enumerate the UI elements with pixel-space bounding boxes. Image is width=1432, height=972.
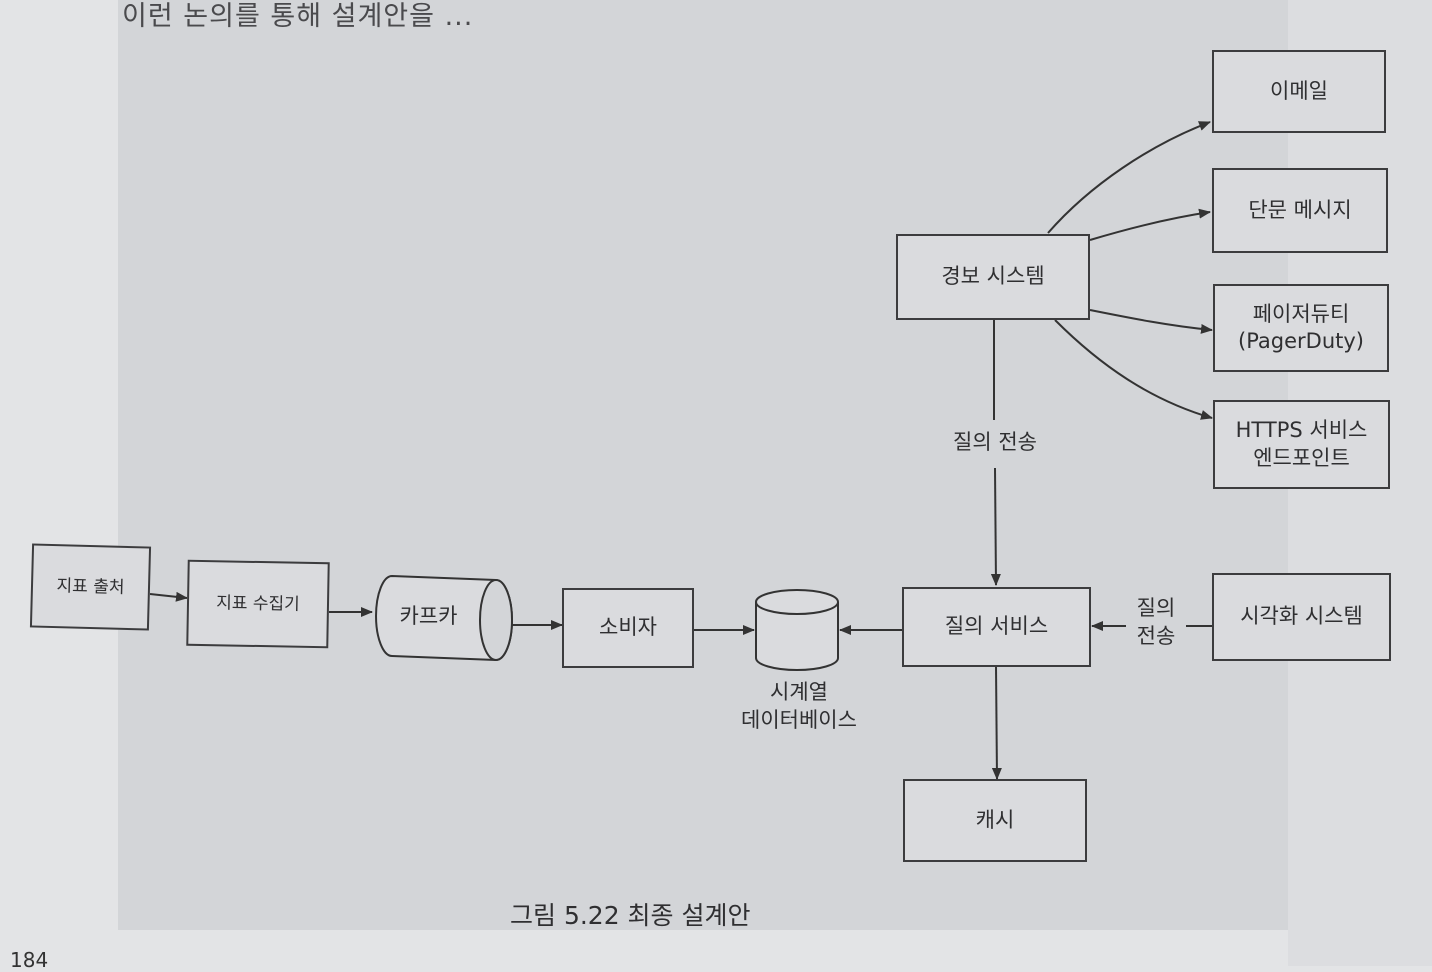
sms-node: 단문 메시지 [1212,168,1388,253]
arrow-query-to-cache [991,665,1002,780]
pagerduty-node: 페이저듀티 (PagerDuty) [1213,284,1389,372]
figure-caption: 그림 5.22 최종 설계안 [510,901,751,930]
visualization-node: 시각화 시스템 [1212,573,1391,661]
figure-background [118,0,1288,930]
cache-node: 캐시 [903,779,1087,862]
consumer-label: 소비자 [599,615,657,640]
page-top-text: 이런 논의를 통해 설계안을 ... [122,1,474,32]
alert-system-label: 경보 시스템 [941,264,1045,289]
edge-label-vis-query: 질의 전송 [1126,594,1186,651]
arrow-alert-to-sms [1089,208,1211,241]
email-label: 이메일 [1270,78,1328,103]
pagerduty-label: 페이저듀티 (PagerDuty) [1238,301,1364,353]
query-service-node: 질의 서비스 [902,587,1091,667]
https-endpoint-label: HTTPS 서비스 엔드포인트 [1235,418,1368,470]
query-service-label: 질의 서비스 [944,614,1049,639]
tsdb-label: 시계열 데이터베이스 [741,680,857,733]
cache-label: 캐시 [975,807,1015,832]
alert-system-node: 경보 시스템 [896,234,1090,320]
consumer-node: 소비자 [562,588,694,668]
arrow-alert-to-email [1047,121,1211,234]
metrics-collector-label: 지표 수집기 [216,593,300,615]
arrow-alert-to-query [990,467,1001,586]
metrics-collector-node: 지표 수집기 [186,559,330,649]
metrics-source-label: 지표 출처 [56,576,125,598]
arrow-alert-to-pagerduty [1089,309,1213,334]
edge-label-alert-query: 질의 전송 [930,428,1060,457]
metrics-source-node: 지표 출처 [29,543,152,631]
kafka-label: 카프카 [399,604,458,628]
sms-label: 단문 메시지 [1248,197,1352,222]
visualization-label: 시각화 시스템 [1240,604,1363,629]
kafka-cylinder [375,574,513,662]
email-node: 이메일 [1212,50,1386,133]
https-endpoint-node: HTTPS 서비스 엔드포인트 [1213,400,1390,489]
database-cylinder [755,589,839,671]
arrow-alert-to-https [1054,319,1213,420]
arrow-source-to-collector [149,591,188,602]
